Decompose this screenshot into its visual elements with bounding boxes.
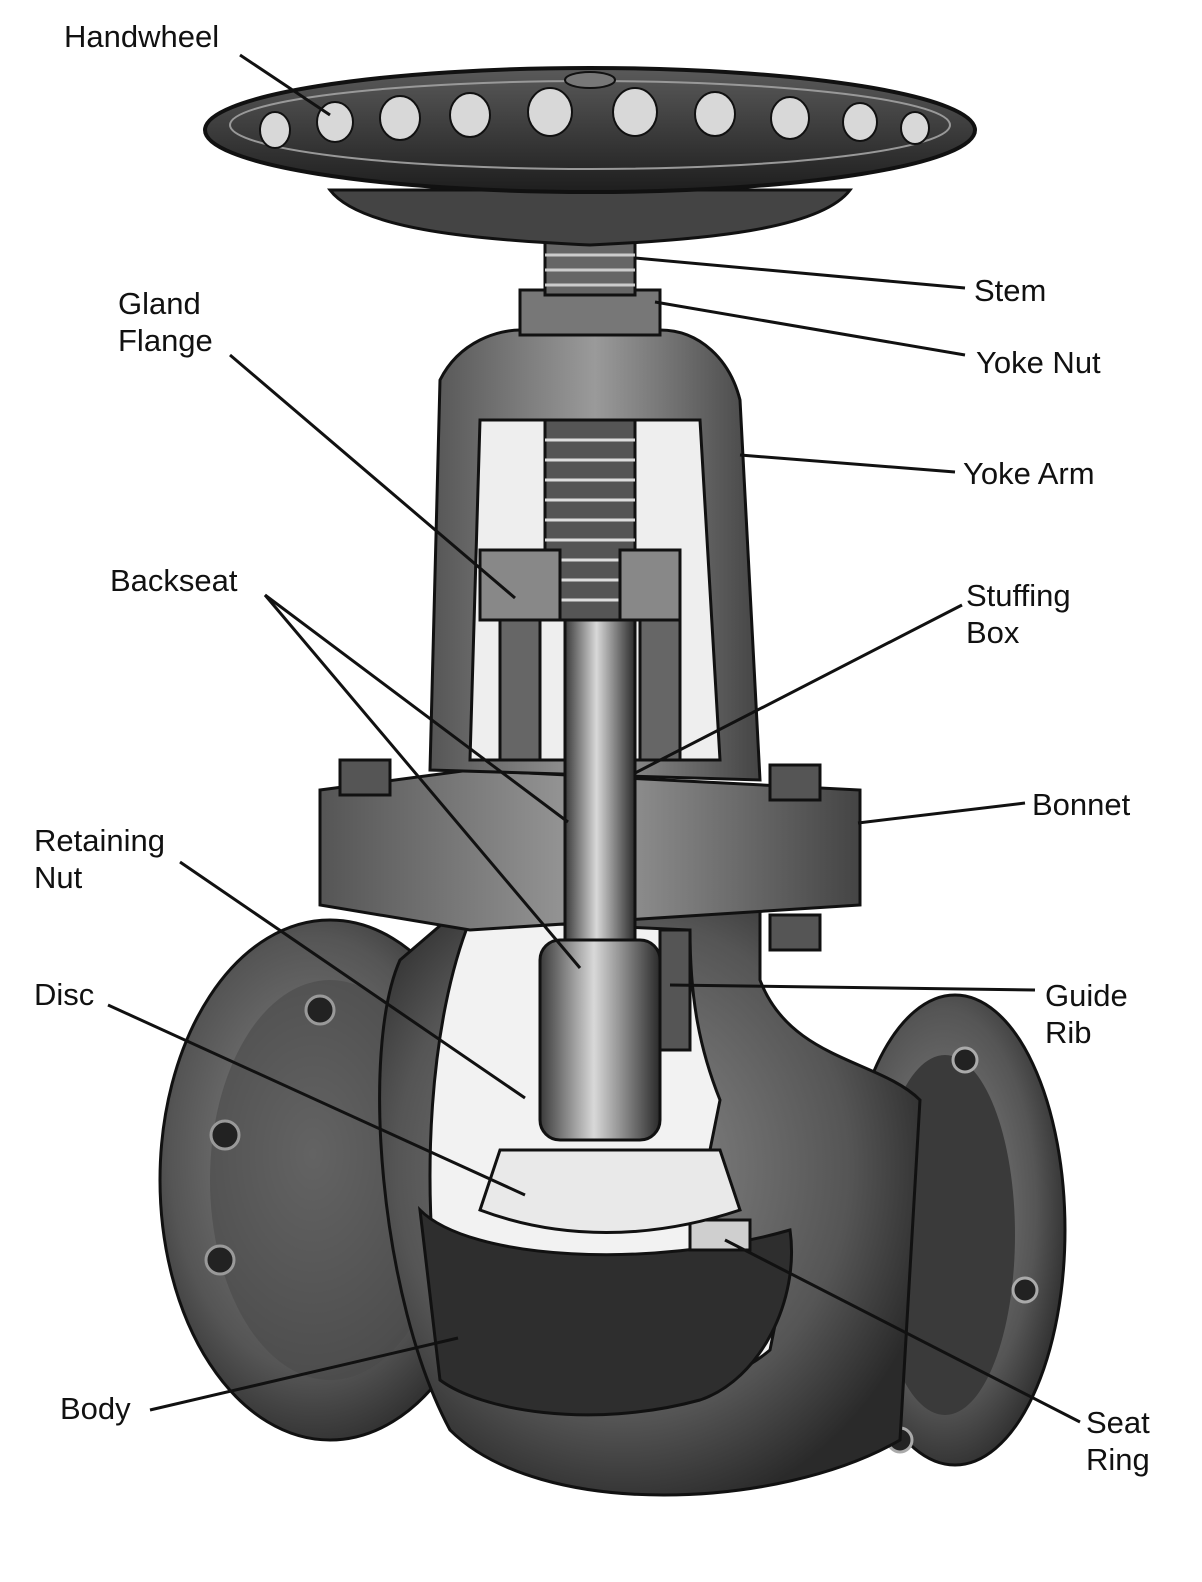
label-gland-flange-line1: Gland — [118, 286, 201, 321]
label-stuffing-box: Stuffing Box — [966, 577, 1071, 651]
yoke — [428, 288, 762, 782]
flange-bolt — [204, 1244, 236, 1276]
leader-lines — [107, 53, 1081, 1424]
disc-shape — [478, 1148, 742, 1234]
leader-handwheel — [239, 53, 331, 117]
leader-yoke-arm — [739, 453, 956, 474]
label-stuffing-box-line1: Stuffing — [966, 578, 1071, 613]
label-stuffing-box-line2: Box — [966, 615, 1020, 650]
leader-disc — [107, 1003, 526, 1197]
gland-flange-shape — [478, 548, 562, 622]
valve-body — [378, 898, 922, 1497]
seat-ring-shape — [688, 1218, 752, 1252]
yoke-nut-shape — [518, 288, 662, 337]
label-gland-flange-line2: Flange — [118, 323, 213, 358]
stem-lower-shape — [538, 938, 662, 1142]
flange-bolt — [304, 994, 336, 1026]
flange-bolt — [1011, 1276, 1039, 1304]
leader-backseat-2 — [263, 594, 582, 969]
leader-bonnet — [857, 801, 1026, 825]
label-retaining-nut-line2: Nut — [34, 860, 83, 895]
flange-bolt — [209, 1119, 241, 1151]
leader-seat-ring — [724, 1238, 1081, 1424]
label-stem: Stem — [974, 273, 1047, 308]
label-retaining-nut: Retaining Nut — [34, 822, 165, 896]
label-guide-rib: Guide Rib — [1045, 977, 1128, 1051]
leader-stuffing-box — [634, 603, 963, 775]
label-seat-ring: Seat Ring — [1086, 1404, 1150, 1478]
leader-body — [149, 1336, 459, 1412]
label-body: Body — [60, 1391, 131, 1426]
label-gland-flange: Gland Flange — [118, 285, 213, 359]
guide-rib-shape — [658, 928, 692, 1052]
leader-guide-rib — [669, 983, 1036, 992]
label-bonnet: Bonnet — [1032, 787, 1131, 822]
label-guide-rib-line2: Rib — [1045, 1015, 1092, 1050]
label-seat-ring-line1: Seat — [1086, 1405, 1150, 1440]
leader-retaining-nut — [179, 860, 526, 1100]
label-yoke-nut: Yoke Nut — [976, 345, 1101, 380]
flange-bolt — [951, 1046, 979, 1074]
label-disc: Disc — [34, 977, 95, 1012]
label-backseat: Backseat — [110, 563, 238, 598]
leader-gland-flange — [229, 353, 516, 600]
leader-stem — [634, 256, 966, 290]
label-handwheel: Handwheel — [64, 19, 220, 54]
label-retaining-nut-line1: Retaining — [34, 823, 165, 858]
label-seat-ring-line2: Ring — [1086, 1442, 1150, 1477]
handwheel-shape — [203, 66, 977, 247]
label-guide-rib-line1: Guide — [1045, 978, 1128, 1013]
label-yoke-arm: Yoke Arm — [963, 456, 1095, 491]
stem-thread — [543, 238, 637, 297]
leader-yoke-nut — [654, 300, 966, 357]
leader-backseat-1 — [264, 593, 569, 824]
